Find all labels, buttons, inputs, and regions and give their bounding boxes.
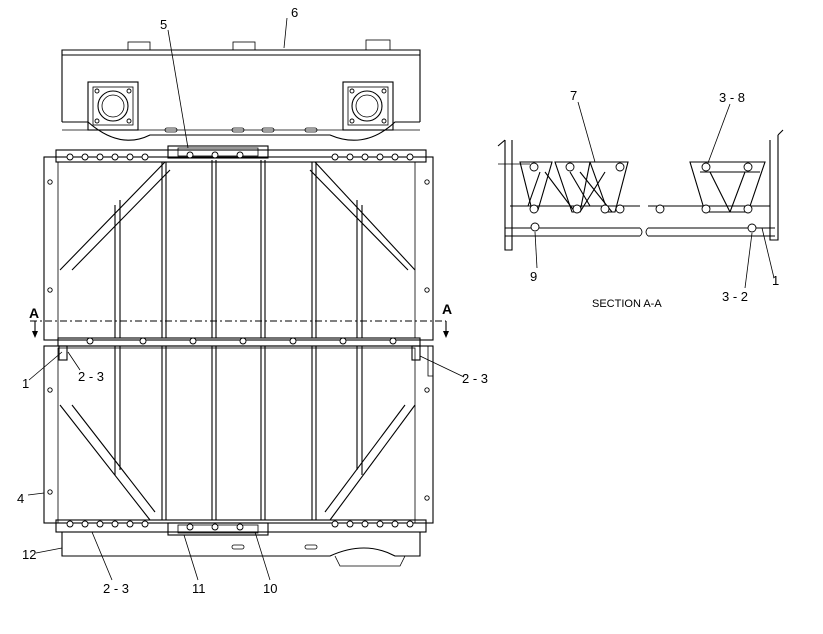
callout-2-3-left: 2 - 3 [78,369,104,384]
right-port [342,81,394,131]
callout-3-2: 3 - 2 [722,289,748,304]
callout-12: 12 [22,547,36,562]
top-housing [61,39,421,141]
callout-10: 10 [263,581,277,596]
callout-11: 11 [192,581,206,596]
callout-9: 9 [530,269,537,284]
callout-2-3-bottom: 2 - 3 [103,581,129,596]
callout-7: 7 [570,88,577,103]
lower-panel [43,345,434,524]
callout-2-3-right: 2 - 3 [462,371,488,386]
callout-3-8: 3 - 8 [719,90,745,105]
section-cut-line [30,320,449,338]
callout-6: 6 [291,5,298,20]
callout-1-left: 1 [22,376,29,391]
section-marker-right: A [442,301,452,317]
top-bolt-row [66,151,414,161]
callout-4: 4 [17,491,24,506]
middle-bar [57,337,421,347]
leader-lines [27,17,775,581]
upper-panel [43,156,434,341]
section-marker-left: A [29,305,39,321]
callout-5: 5 [160,17,167,32]
section-title: SECTION A-A [592,298,662,310]
base-frame [61,532,421,567]
callout-1-section: 1 [772,273,779,288]
section-a-a-view [497,129,784,251]
bottom-bolt-row [66,520,414,531]
housing-slots [164,127,318,133]
left-port [87,81,139,131]
bottom-bar [55,519,427,536]
